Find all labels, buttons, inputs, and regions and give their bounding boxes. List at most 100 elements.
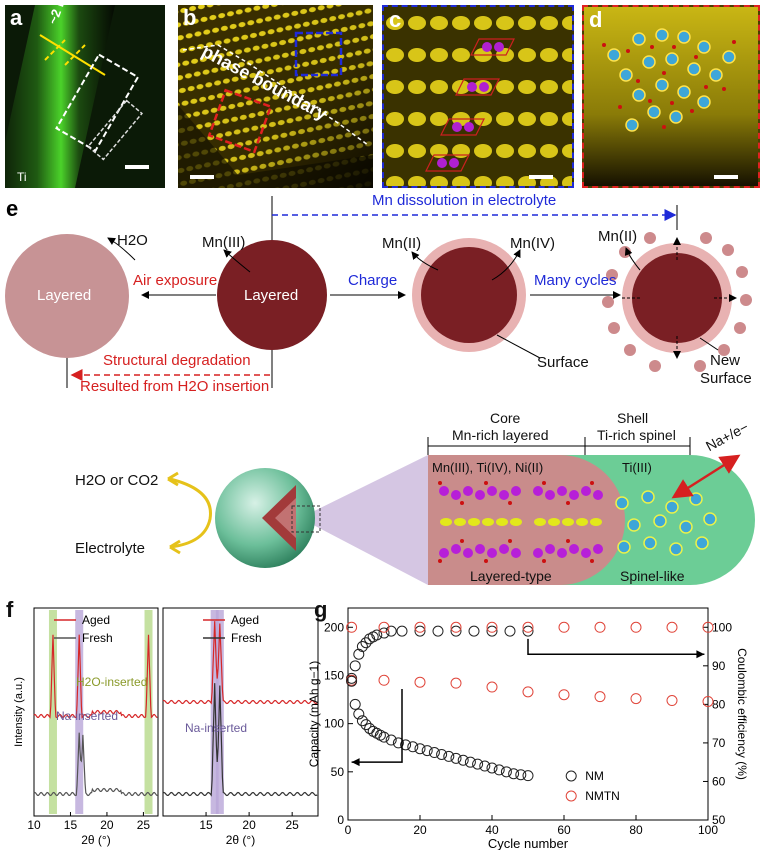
spinel-like-text: Spinel-like — [620, 568, 685, 584]
cycling-point-NM-CE-1 — [349, 660, 361, 672]
panel-c-image: c — [382, 5, 574, 188]
cycling-ylabel: Capacity (mAh g−1) — [307, 661, 321, 767]
xrd-xlabel-0: 2θ (°) — [81, 833, 110, 847]
panel-b-image: b phase boundary — [178, 5, 373, 188]
cycling-point-NMTN-CE-5 — [522, 621, 534, 633]
xrd-frame-1 — [162, 607, 319, 817]
core-title-2: Mn-rich layered — [452, 427, 549, 443]
cycling-point-NMTN-CE-6 — [558, 621, 570, 633]
cycling-xlabel: Cycle number — [488, 836, 569, 850]
cycling-point-NMTN-5 — [522, 686, 534, 698]
xrd-annotation-na-0: Na-inserted — [56, 709, 118, 723]
many-cycles-text: Many cycles — [534, 272, 617, 289]
cycling-point-NMTN-CE-1 — [378, 621, 390, 633]
panel-a-micrograph — [5, 5, 149, 188]
cycling-legend-label-1: NMTN — [585, 789, 620, 803]
cycling-point-NM-13 — [407, 741, 419, 753]
cycling-point-NM-CE-3 — [356, 641, 368, 653]
xrd-aged-trace-1 — [162, 621, 318, 705]
surface-text: Surface — [537, 354, 589, 371]
cycling-point-NMTN-CE-2 — [414, 621, 426, 633]
cycling-point-NM-24 — [486, 762, 498, 774]
structural-degradation-text: Structural degradation — [103, 352, 251, 369]
cycling-point-NMTN-CE-0 — [346, 621, 358, 633]
panel-a-label: a — [10, 5, 23, 30]
mn-dissolution-text: Mn dissolution in electrolyte — [372, 192, 557, 209]
new-surface-text-2: Surface — [700, 370, 752, 387]
cycling-point-NMTN-CE-8 — [630, 621, 642, 633]
cycling-legend-marker-1 — [565, 790, 577, 802]
xrd-annotation-na-1: Na-inserted — [185, 721, 247, 735]
panel-a-image: a ~2 nm Ti — [5, 5, 165, 188]
core-na-layer — [440, 518, 602, 526]
xrd-peak-band-0-2 — [144, 610, 153, 814]
cycling-arrow-ce — [527, 638, 705, 656]
xrd-xtick-label-1-0: 15 — [199, 818, 213, 832]
shell-ion-text: Ti(III) — [622, 460, 652, 475]
cycling-point-NM-4 — [360, 719, 372, 731]
shell-title-1: Shell — [617, 410, 649, 426]
xrd-legend-label-0-1: Fresh — [82, 631, 113, 645]
cycling-point-NMTN-CE-9 — [666, 621, 678, 633]
cycling-point-NM-17 — [436, 748, 448, 760]
shell-atoms — [615, 490, 717, 556]
panel-e-label: e — [6, 196, 19, 221]
cycling-point-NM-21 — [464, 756, 476, 768]
h2o-co2-text: H2O or CO2 — [75, 472, 159, 489]
xrd-xtick-label-0-1: 15 — [64, 818, 78, 832]
cycling-point-NM-23 — [479, 760, 491, 772]
cycling-point-NMTN-3 — [450, 677, 462, 689]
cycling-xtick-label-3: 60 — [557, 823, 571, 837]
xrd-legend-label-0-0: Aged — [82, 613, 110, 627]
layered-type-text: Layered-type — [470, 568, 552, 584]
resulted-from-text: Resulted from H2O insertion — [80, 378, 270, 395]
cycling-point-NMTN-CE-10 — [702, 621, 714, 633]
core-ions-text: Mn(III), Ti(IV), Ni(II) — [432, 460, 544, 475]
core-title-1: Core — [490, 410, 521, 426]
panel-g-label: g — [314, 597, 328, 622]
cycling-point-NM-CE-8 — [378, 627, 390, 639]
cycling-y2tick-label-0: 50 — [712, 813, 726, 827]
panel-d-micrograph — [584, 7, 758, 186]
xrd-peak-band-0-0 — [48, 610, 57, 814]
cycling-point-NM-CE-17 — [522, 625, 534, 637]
layered-particle-aged — [5, 234, 129, 358]
xrd-peak-band-1-1 — [215, 610, 224, 814]
cycling-point-NM-9 — [378, 731, 390, 743]
cycling-point-NMTN-6 — [558, 689, 570, 701]
mn3-text: Mn(III) — [202, 234, 246, 251]
cycling-xtick-label-1: 20 — [413, 823, 427, 837]
xrd-fresh-trace-1 — [162, 683, 318, 797]
cycling-ytick-label-1: 50 — [331, 765, 345, 779]
cycling-point-NM-CE-11 — [414, 625, 426, 637]
cycling-xtick-label-0: 0 — [345, 823, 352, 837]
cycling-point-NMTN-10 — [702, 695, 714, 707]
new-surface-text-1: New — [710, 352, 741, 369]
cycling-point-NM-14 — [414, 743, 426, 755]
cycling-point-NM-16 — [428, 747, 440, 759]
xrd-xtick-label-0-3: 25 — [137, 818, 151, 832]
cycling-arrow-capacity — [351, 688, 403, 763]
cycling-arrow-head-right — [696, 650, 705, 659]
cycling-point-NM-CE-2 — [353, 648, 365, 660]
schematic-diagram — [5, 196, 752, 388]
layered-center-text: Layered — [244, 287, 299, 304]
h2o-text: H2O — [117, 232, 148, 249]
mn2-text-a: Mn(II) — [382, 235, 422, 252]
xrd-xtick-label-1-2: 25 — [285, 818, 299, 832]
cycling-point-NM-25 — [493, 764, 505, 776]
xrd-ylabel: Intensity (a.u.) — [13, 677, 25, 747]
xrd-frame-0 — [33, 607, 159, 817]
cycling-point-NM-11 — [392, 737, 404, 749]
cycling-point-NM-CE-9 — [385, 625, 397, 637]
xrd-peak-band-1-0 — [210, 610, 219, 814]
cycling-point-NM-12 — [400, 739, 412, 751]
panel-c-label: c — [389, 7, 402, 32]
cycling-ytick-label-3: 150 — [324, 668, 344, 682]
cycling-arrow-head-left — [351, 758, 360, 767]
xrd-xlabel-1: 2θ (°) — [226, 833, 255, 847]
cycling-point-NM-2 — [353, 708, 365, 720]
cycling-ytick-label-4: 200 — [324, 620, 344, 634]
xrd-fresh-trace-0 — [33, 732, 158, 797]
